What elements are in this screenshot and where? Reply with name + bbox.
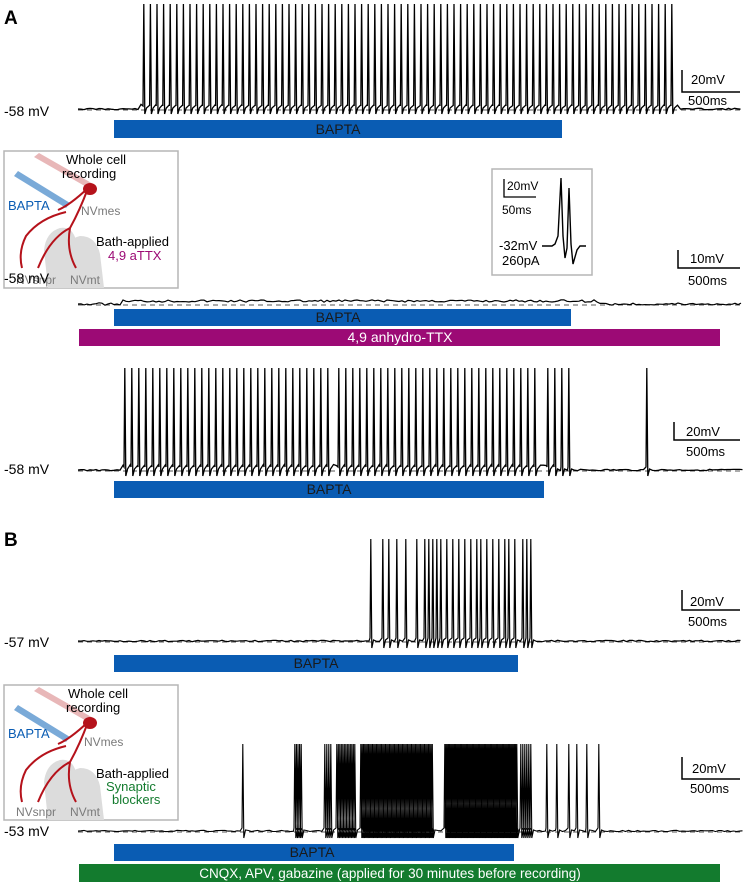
vm-label-b2: -53 mV: [4, 823, 50, 839]
schematic-b-bath-line2: Synaptic: [106, 779, 156, 794]
voltage-trace-b2: [77, 743, 743, 839]
vm-label-a2: -58 mV: [4, 270, 50, 286]
voltage-trace-a3: [77, 367, 743, 477]
schematic-b-nvsnpr-label: NVsnpr: [16, 805, 56, 819]
schematic-a-bath-line1: Bath-applied: [96, 234, 169, 249]
scalebar-b2: 20mV 500ms: [681, 757, 740, 796]
neuron-processes-b: [19, 721, 89, 803]
bapta-bar-a3: BAPTA: [114, 481, 544, 498]
panel-b-label: B: [4, 530, 18, 551]
inset-a-scalebar: [503, 179, 536, 198]
schematic-a-recording-line2: recording: [62, 166, 116, 181]
bapta-bar-b2-label: BAPTA: [290, 844, 336, 860]
scalebar-voltage-b2: 20mV: [692, 761, 726, 776]
schematic-b: Whole cell recording BAPTA NVmes Bath-ap…: [3, 684, 179, 821]
attx-bar-a2-label: 4,9 anhydro-TTX: [347, 329, 453, 345]
schematic-a-bath-line2: 4,9 aTTX: [108, 248, 162, 263]
neuron-soma-b: [83, 717, 97, 729]
trace-a3: -58 mV 20mV 500ms BAPTA: [4, 367, 743, 498]
schematic-a: Whole cell recording BAPTA NVmes Bath-ap…: [3, 150, 179, 289]
schematic-a-nvmt-label: NVmt: [70, 273, 101, 287]
schematic-b-bath-line1: Bath-applied: [96, 766, 169, 781]
schematic-b-bath-line3: blockers: [112, 792, 161, 807]
voltage-trace-b1: [77, 538, 741, 649]
schematic-a-recording-line1: Whole cell: [66, 152, 126, 167]
bapta-bar-a2: BAPTA: [114, 309, 571, 326]
inset-a: 20mV 50ms -32mV 260pA: [491, 168, 593, 276]
bapta-pipette-b: [14, 705, 70, 742]
schematic-a-nvmes-label: NVmes: [81, 204, 120, 218]
scalebar-time-a2: 500ms: [688, 273, 728, 288]
voltage-trace-a2: [77, 299, 742, 306]
scalebar-a3: 20mV 500ms: [673, 422, 740, 459]
synaptic-bar-b2-label: CNQX, APV, gabazine (applied for 30 minu…: [199, 866, 580, 881]
bapta-bar-a1: BAPTA: [114, 120, 562, 138]
voltage-trace-a1: [77, 3, 741, 115]
trace-a2: -58 mV 10mV 500ms BAPTA 4,9 anhydro-TTX: [4, 250, 742, 346]
panel-a-label: A: [4, 8, 18, 29]
schematic-b-nvmes-label: NVmes: [84, 735, 123, 749]
bapta-bar-b2: BAPTA: [114, 844, 514, 861]
vm-label-b1: -57 mV: [4, 634, 50, 650]
scalebar-time-a1: 500ms: [688, 93, 728, 108]
schematic-a-bapta-label: BAPTA: [8, 198, 50, 213]
schematic-b-recording-line2: recording: [66, 700, 120, 715]
recording-pipette-a: [34, 153, 95, 189]
bapta-pipette-a: [14, 171, 70, 208]
vm-label-a3: -58 mV: [4, 461, 50, 477]
vm-label-a1: -58 mV: [4, 103, 50, 119]
bapta-bar-a3-label: BAPTA: [307, 481, 353, 497]
bapta-bar-a2-label: BAPTA: [316, 309, 362, 325]
scalebar-b1: 20mV 500ms: [681, 590, 740, 629]
schematic-a-nvsnpr-label: NVsnpr: [16, 273, 56, 287]
recording-pipette-b: [34, 687, 95, 723]
scalebar-voltage-a2: 10mV: [690, 251, 724, 266]
synaptic-bar-b2: CNQX, APV, gabazine (applied for 30 minu…: [79, 864, 720, 882]
trace-a1: -58 mV 20mV 500ms BAPTA: [4, 3, 741, 138]
scalebar-time-b2: 500ms: [690, 781, 730, 796]
attx-bar-a2: 4,9 anhydro-TTX: [79, 329, 720, 346]
scalebar-voltage-b1: 20mV: [690, 594, 724, 609]
bapta-bar-b1-label: BAPTA: [294, 655, 340, 671]
schematic-b-bapta-label: BAPTA: [8, 726, 50, 741]
scalebar-time-a3: 500ms: [686, 444, 726, 459]
trace-b2: -53 mV 20mV 500ms BAPTA CNQX, APV, gabaz…: [4, 743, 743, 882]
inset-a-holding-voltage: -32mV: [499, 238, 538, 253]
inset-a-spike-trace: [542, 177, 586, 265]
neuron-processes-a: [19, 187, 89, 269]
schematic-b-nvmt-label: NVmt: [70, 805, 101, 819]
scalebar-voltage-a3: 20mV: [686, 424, 720, 439]
schematic-b-recording-line1: Whole cell: [68, 686, 128, 701]
scalebar-voltage-a1: 20mV: [691, 72, 725, 87]
neuron-soma-a: [83, 183, 97, 195]
scalebar-a1: 20mV 500ms: [681, 70, 740, 108]
inset-a-current: 260pA: [502, 253, 540, 268]
inset-a-scalebar-voltage: 20mV: [507, 179, 538, 193]
trace-b1: -57 mV 20mV 500ms BAPTA: [4, 538, 741, 672]
bapta-bar-a1-label: BAPTA: [316, 121, 362, 137]
scalebar-a2: 10mV 500ms: [677, 250, 740, 288]
inset-a-scalebar-time: 50ms: [502, 203, 531, 217]
scalebar-time-b1: 500ms: [688, 614, 728, 629]
bapta-bar-b1: BAPTA: [114, 655, 518, 672]
